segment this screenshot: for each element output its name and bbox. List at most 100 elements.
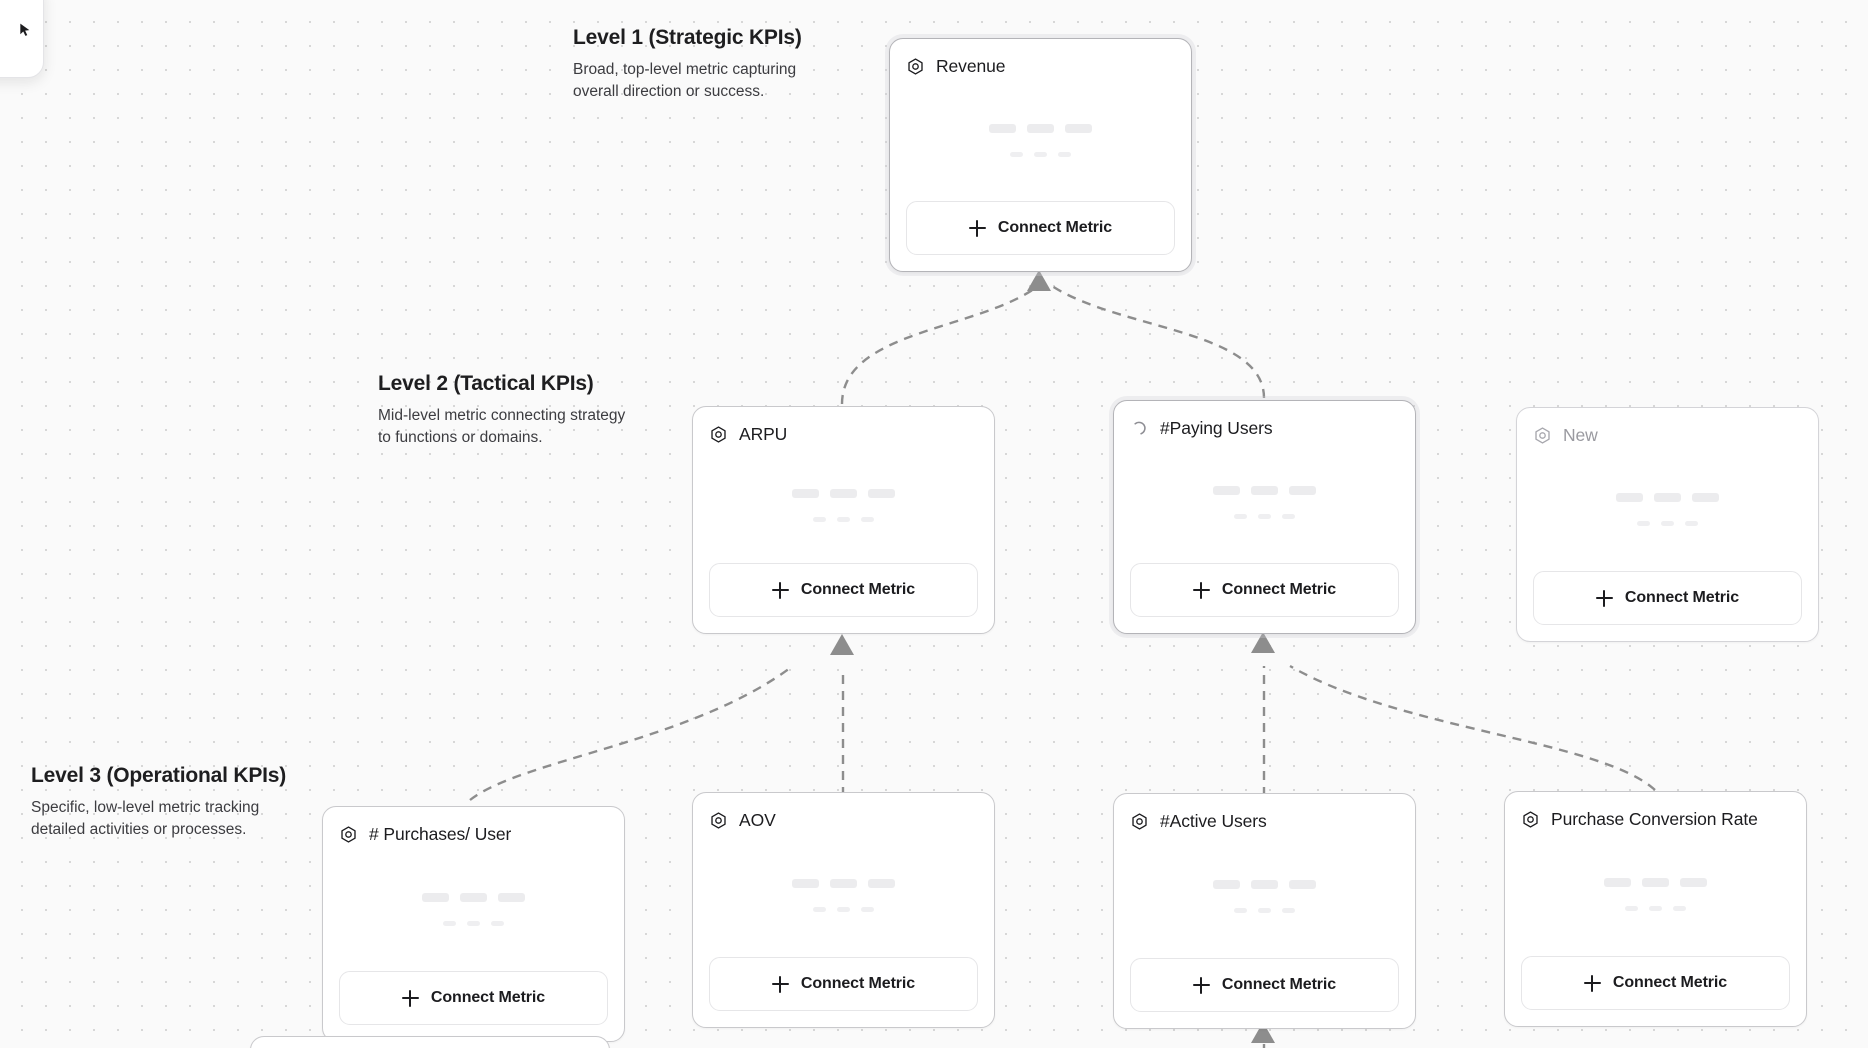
skeleton-bar xyxy=(792,488,819,498)
skeleton-bar xyxy=(1692,493,1719,502)
card-header-aov: AOV xyxy=(709,807,978,833)
plus-icon xyxy=(1583,974,1601,992)
connect-metric-label: Connect Metric xyxy=(1221,976,1337,993)
skeleton-bar xyxy=(498,892,525,902)
skeleton-bar xyxy=(1234,513,1247,519)
card-title-arpu: ARPU xyxy=(739,423,788,444)
skeleton-bar xyxy=(792,878,819,888)
metric-hexagon-icon xyxy=(908,57,923,75)
card-title-purchases-per-user: # Purchases/ User xyxy=(369,823,512,844)
card-title-aov: AOV xyxy=(739,809,776,830)
edge-paying-users-to-revenue xyxy=(1051,284,1266,399)
edge-head-revenue xyxy=(1027,270,1051,291)
connect-metric-button-aov[interactable]: Connect Metric xyxy=(709,957,978,1011)
skeleton-bar xyxy=(1234,907,1247,913)
metric-hexagon-icon xyxy=(711,425,726,443)
skeleton-row-secondary xyxy=(443,920,504,926)
skeleton-bar xyxy=(1673,905,1686,911)
skeleton-bar xyxy=(443,920,456,926)
plus-icon xyxy=(771,975,789,993)
skeleton-bar xyxy=(989,123,1016,133)
skeleton-bar xyxy=(1289,485,1316,495)
connect-metric-button-purchases-per-user[interactable]: Connect Metric xyxy=(339,971,608,1025)
skeleton-bar xyxy=(1034,151,1047,157)
skeleton-bar xyxy=(1637,521,1650,526)
metric-card-paying-users[interactable]: #Paying Users Connect Metric xyxy=(1113,400,1416,634)
skeleton-bar xyxy=(1027,123,1054,133)
edge-head-arpu xyxy=(830,634,854,655)
plus-icon xyxy=(771,581,789,599)
connect-metric-label: Connect Metric xyxy=(997,219,1113,236)
connect-metric-label: Connect Metric xyxy=(800,581,916,598)
connect-metric-label: Connect Metric xyxy=(800,975,916,992)
skeleton-bar xyxy=(830,488,857,498)
card-header-purchases-per-user: # Purchases/ User xyxy=(339,821,608,847)
level-label-2: Level 2 (Tactical KPIs) Mid-level metric… xyxy=(378,372,638,449)
connect-metric-label: Connect Metric xyxy=(1221,581,1337,598)
connect-metric-button-active-users[interactable]: Connect Metric xyxy=(1130,958,1399,1012)
floating-toolbar-panel[interactable] xyxy=(0,0,44,78)
card-header-purchase-conversion-rate: Purchase Conversion Rate xyxy=(1521,806,1790,832)
metric-card-new[interactable]: New Connect Metric xyxy=(1516,407,1819,642)
skeleton-row-primary xyxy=(1213,879,1316,889)
skeleton-bar xyxy=(1625,905,1638,911)
card-title-new: New xyxy=(1563,424,1598,445)
skeleton-bar xyxy=(1616,493,1643,502)
skeleton-bar xyxy=(1282,907,1295,913)
skeleton-row-secondary xyxy=(813,906,874,912)
metric-card-aov[interactable]: AOV Connect Metric xyxy=(692,792,995,1028)
skeleton-row-primary xyxy=(1604,877,1707,887)
connect-metric-button-new[interactable]: Connect Metric xyxy=(1533,571,1802,625)
card-header-arpu: ARPU xyxy=(709,421,978,447)
edge-conversion-to-paying-users xyxy=(1289,664,1656,791)
connect-metric-button-revenue[interactable]: Connect Metric xyxy=(906,201,1175,255)
level-2-description: Mid-level metric connecting strategy to … xyxy=(378,407,626,446)
plus-icon xyxy=(1192,581,1210,599)
edge-arpu-to-revenue xyxy=(840,285,1039,405)
skeleton-bar xyxy=(830,878,857,888)
level-label-1: Level 1 (Strategic KPIs) Broad, top-leve… xyxy=(573,26,833,103)
level-3-description: Specific, low-level metric tracking deta… xyxy=(31,799,260,838)
connect-metric-button-purchase-conversion-rate[interactable]: Connect Metric xyxy=(1521,956,1790,1010)
card-skeleton-aov xyxy=(709,833,978,957)
skeleton-bar xyxy=(1258,513,1271,519)
connect-metric-button-paying-users[interactable]: Connect Metric xyxy=(1130,563,1399,617)
skeleton-bar xyxy=(813,906,826,912)
skeleton-bar xyxy=(861,906,874,912)
metric-card-revenue[interactable]: Revenue Connect Metric xyxy=(889,38,1192,272)
card-header-new: New xyxy=(1533,422,1802,448)
skeleton-bar xyxy=(1058,151,1071,157)
metric-hexagon-icon xyxy=(711,811,726,829)
card-skeleton-new xyxy=(1533,448,1802,571)
skeleton-row-primary xyxy=(989,123,1092,133)
card-header-revenue: Revenue xyxy=(906,53,1175,79)
skeleton-row-primary xyxy=(422,892,525,902)
skeleton-bar xyxy=(837,906,850,912)
skeleton-bar xyxy=(1654,493,1681,502)
metric-card-offscreen-bottom[interactable] xyxy=(250,1036,610,1048)
metric-card-active-users[interactable]: #Active Users Connect Metric xyxy=(1113,793,1416,1029)
skeleton-row-secondary xyxy=(1625,905,1686,911)
skeleton-row-secondary xyxy=(1010,151,1071,157)
card-skeleton-arpu xyxy=(709,447,978,563)
skeleton-bar xyxy=(837,516,850,522)
level-label-3: Level 3 (Operational KPIs) Specific, low… xyxy=(31,764,291,841)
plus-icon xyxy=(1192,976,1210,994)
connect-metric-button-arpu[interactable]: Connect Metric xyxy=(709,563,978,617)
level-1-title: Level 1 (Strategic KPIs) xyxy=(573,26,802,49)
skeleton-row-primary xyxy=(792,878,895,888)
skeleton-bar xyxy=(868,878,895,888)
level-3-title: Level 3 (Operational KPIs) xyxy=(31,764,287,787)
skeleton-bar xyxy=(1213,879,1240,889)
card-skeleton-purchases-per-user xyxy=(339,847,608,971)
skeleton-bar xyxy=(1680,877,1707,887)
metric-card-purchase-conversion-rate[interactable]: Purchase Conversion Rate Connect Metric xyxy=(1504,791,1807,1027)
skeleton-bar xyxy=(1604,877,1631,887)
card-title-purchase-conversion-rate: Purchase Conversion Rate xyxy=(1551,808,1758,829)
edge-purchases-to-arpu xyxy=(469,667,791,801)
card-skeleton-active-users xyxy=(1130,834,1399,958)
metric-card-arpu[interactable]: ARPU Connect Metric xyxy=(692,406,995,634)
skeleton-bar xyxy=(460,892,487,902)
metric-card-purchases-per-user[interactable]: # Purchases/ User Connect Metric xyxy=(322,806,625,1042)
